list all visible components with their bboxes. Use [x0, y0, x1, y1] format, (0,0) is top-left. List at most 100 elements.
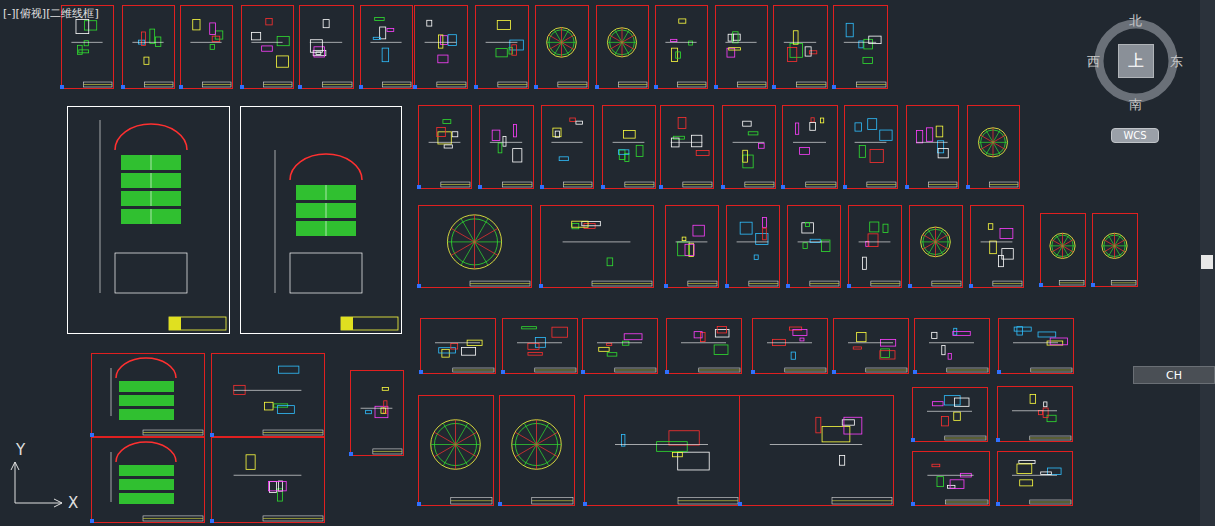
drawing-sheet	[772, 6, 828, 90]
sheet-frame	[740, 396, 894, 506]
drawing-sheet	[121, 6, 175, 90]
part-detail	[512, 45, 517, 55]
part-detail	[513, 124, 516, 136]
circle-part	[607, 28, 636, 57]
circle-part	[921, 227, 951, 257]
part-detail	[809, 51, 816, 54]
part-detail	[685, 244, 694, 255]
spoke	[1114, 246, 1115, 259]
title-block	[143, 516, 203, 521]
title-line	[263, 84, 292, 85]
center-line	[927, 475, 973, 476]
part-detail	[448, 35, 456, 46]
sheet-frame	[212, 354, 325, 437]
spoke	[561, 28, 562, 43]
part-detail	[210, 23, 216, 35]
vessel-outline	[116, 442, 176, 462]
drawing-sheet	[417, 106, 472, 190]
title-line	[688, 283, 717, 284]
spoke	[561, 42, 562, 57]
grip	[1091, 283, 1095, 287]
title-block	[373, 449, 402, 454]
drawing-sheet	[1039, 214, 1086, 288]
spoke	[537, 432, 558, 444]
grip	[210, 433, 214, 437]
drawing-sheet	[996, 387, 1073, 443]
drawing-sheet	[911, 388, 988, 443]
spoke	[474, 215, 475, 242]
sheet-frame	[536, 6, 589, 89]
spoke	[515, 445, 536, 457]
center-line	[310, 42, 342, 43]
grip	[996, 502, 1000, 506]
drawing-sheet	[664, 206, 719, 289]
sheet-frame	[849, 206, 902, 288]
sheet-frame	[915, 319, 990, 374]
title-line	[592, 283, 652, 284]
part-detail	[375, 17, 384, 20]
part-detail	[942, 345, 945, 354]
drawing-sheet	[419, 319, 496, 375]
title-line	[263, 432, 323, 433]
part-detail	[1048, 468, 1062, 475]
part-detail	[85, 21, 97, 30]
divider	[326, 185, 327, 200]
title-block	[615, 368, 656, 372]
part-detail	[864, 39, 873, 49]
drawing-sheet	[738, 396, 894, 507]
part-detail	[624, 334, 642, 340]
part-detail	[427, 20, 432, 26]
part-detail	[513, 149, 522, 162]
spoke	[547, 42, 562, 43]
part-detail	[622, 341, 629, 345]
title-logo	[341, 317, 353, 330]
spoke	[928, 229, 935, 242]
title-line	[993, 283, 1022, 284]
part-detail	[954, 412, 961, 420]
spoke	[1115, 240, 1126, 246]
title-block	[866, 368, 907, 372]
grip	[969, 284, 973, 288]
title-block	[498, 82, 527, 87]
spoke	[1062, 246, 1063, 259]
spoke	[936, 241, 951, 242]
part-detail	[278, 366, 298, 373]
title-line	[441, 184, 470, 185]
title-line	[322, 84, 352, 85]
drawing-sheet	[781, 106, 838, 190]
title-block	[928, 182, 957, 187]
title-line	[947, 370, 988, 371]
spoke	[935, 242, 936, 257]
sheet-frame	[783, 106, 838, 189]
part-detail	[503, 136, 506, 146]
circle-part	[431, 420, 481, 470]
grip	[654, 85, 658, 89]
hatched-block	[121, 173, 181, 188]
sheet-frame	[300, 6, 354, 89]
divider	[326, 203, 327, 218]
title-line	[470, 283, 530, 284]
grip	[417, 284, 421, 288]
title-block	[451, 497, 492, 504]
title-block	[263, 82, 292, 87]
part-detail	[800, 338, 804, 341]
part-detail	[793, 329, 807, 335]
spoke	[562, 42, 577, 43]
spoke	[1063, 246, 1069, 257]
part-detail	[932, 332, 937, 338]
assembly-sheet	[241, 107, 402, 334]
drawing-sheet	[210, 354, 325, 438]
part-detail	[252, 32, 261, 39]
part-detail	[78, 45, 83, 54]
sheet-frame	[500, 396, 575, 506]
drawing-sheet	[478, 106, 534, 190]
part-detail	[701, 332, 706, 341]
part-detail	[150, 29, 155, 43]
grip	[417, 185, 421, 189]
part-detail	[948, 485, 955, 488]
title-block	[737, 82, 766, 87]
hatched-block	[119, 395, 174, 406]
title-block	[169, 317, 226, 330]
spoke	[936, 242, 943, 255]
